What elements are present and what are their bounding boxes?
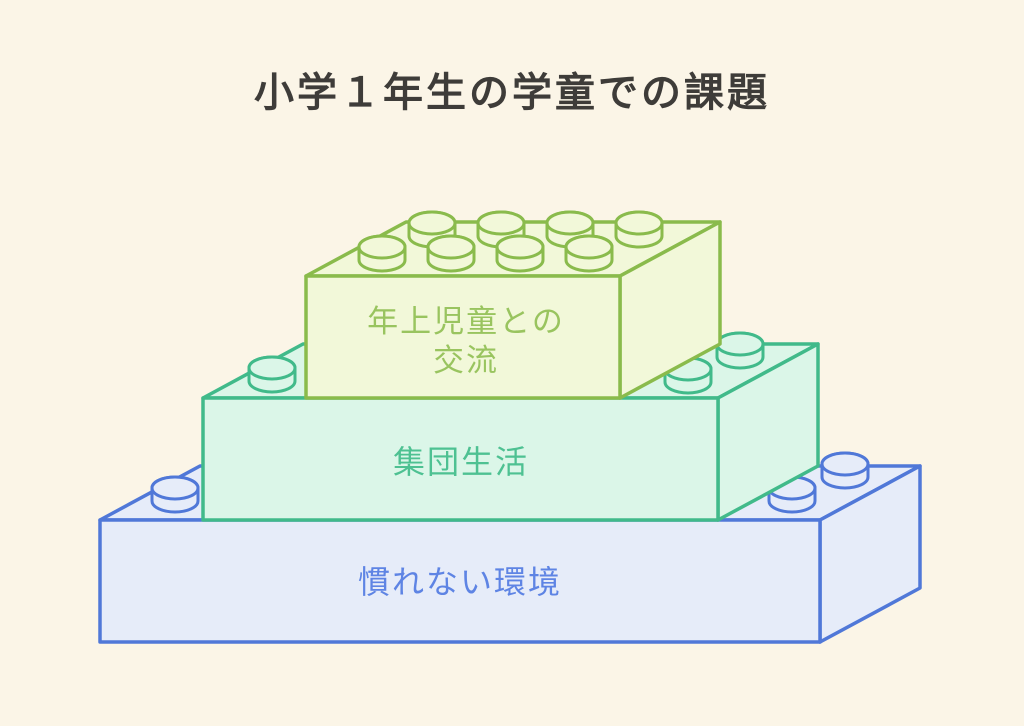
page-title: 小学１年生の学童での課題	[254, 71, 770, 115]
lego-stud-top-icon	[407, 210, 457, 236]
brick-bottom-front-face	[98, 518, 822, 644]
lego-stud-top-icon	[476, 210, 526, 236]
brick-bottom-label: 慣れない環境	[358, 564, 562, 600]
lego-stud-top-icon	[715, 331, 765, 357]
lego-stud-top-icon	[357, 234, 407, 260]
lego-stud-top-icon	[247, 355, 297, 381]
brick-top-label: 年上児童との	[367, 304, 565, 339]
brick-middle-label: 集団生活	[393, 444, 529, 480]
brick-top-label: 交流	[433, 343, 499, 378]
lego-stud-top-icon	[495, 234, 545, 260]
brick-top-front-face	[304, 274, 622, 400]
lego-stud-top-icon	[564, 234, 614, 260]
lego-stud-top-icon	[426, 234, 476, 260]
brick-middle-front-face	[201, 396, 720, 522]
lego-stud-top-icon	[614, 210, 664, 236]
lego-stud-top-icon	[820, 451, 870, 477]
lego-stud-top-icon	[545, 210, 595, 236]
lego-stud-top-icon	[150, 475, 200, 501]
